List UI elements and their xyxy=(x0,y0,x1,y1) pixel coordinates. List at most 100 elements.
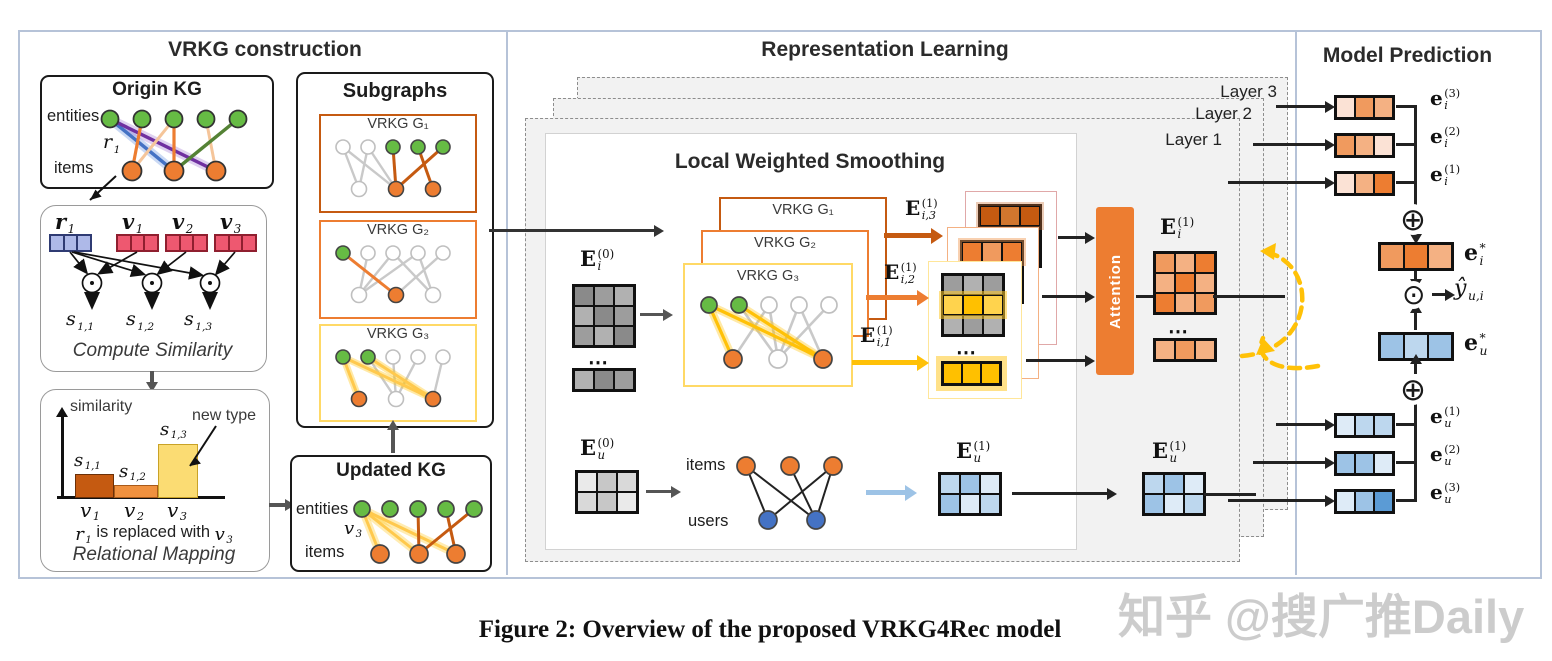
subgraph-g1-graph xyxy=(335,139,451,198)
ei3-join xyxy=(1396,105,1416,108)
subgraph-g1-box: VRKG G₁ xyxy=(319,114,477,213)
updated-kg-graph xyxy=(353,500,483,564)
Ei1-result-card: ⋯ xyxy=(928,261,1022,399)
line-layer1-to-eu3 xyxy=(1228,499,1326,502)
eu2-join xyxy=(1396,461,1416,464)
bar-chart-y-axis xyxy=(61,416,64,497)
layer2-label: Layer 2 xyxy=(1195,104,1252,123)
compute-similarity-caption: Compute Similarity xyxy=(72,340,233,361)
eistar-vector xyxy=(1378,242,1454,271)
label-Ei12: E(1)i,2 xyxy=(884,260,917,286)
Ei1-result-matrix xyxy=(941,273,1005,337)
new-type-arrow xyxy=(189,425,217,467)
arrow-card3-to-attention xyxy=(1058,236,1086,239)
arrow-Ei11 xyxy=(852,360,918,365)
origin-kg-graph xyxy=(100,109,248,182)
line-layer3-to-eu1 xyxy=(1276,423,1326,426)
subgraphs-box: Subgraphs VRKG G₁ VRKG G₂ xyxy=(296,72,494,428)
Ei1-card-dots: ⋯ xyxy=(956,342,978,364)
arrow-Ei13 xyxy=(884,233,932,238)
Ei1-extra-vector xyxy=(1153,338,1217,362)
label-ei2: e(2)i xyxy=(1430,124,1461,150)
label-Ei0: E(0)i xyxy=(580,246,615,274)
bar-s11 xyxy=(75,474,114,498)
arrow-Ei12 xyxy=(866,295,918,300)
subgraph-g2-graph xyxy=(335,245,451,304)
label-eu3: e(3)u xyxy=(1430,480,1461,506)
Eu0-matrix xyxy=(575,470,639,514)
ei1-vector xyxy=(1334,171,1395,196)
label-eu1: e(1)u xyxy=(1430,404,1461,430)
vrkg-g3-card: VRKG G₃ xyxy=(683,263,853,387)
user-item-graph xyxy=(736,456,843,530)
figure-caption: Figure 2: Overview of the proposed VRKG4… xyxy=(478,616,1062,643)
label-eu2: e(2)u xyxy=(1430,442,1461,468)
arrow-graph-to-Eu1 xyxy=(866,490,906,495)
vrkg-g2-card-label: VRKG G₂ xyxy=(753,235,817,251)
arrow-Eu0-to-graph xyxy=(646,490,672,493)
relational-mapping-caption: Relational Mapping xyxy=(72,544,236,565)
panel-title-construction: VRKG construction xyxy=(168,38,362,61)
oplus-user: ⊕ xyxy=(1400,372,1426,407)
feedback-dashed-arrows xyxy=(1239,243,1321,371)
Eu1-out-line xyxy=(1204,493,1256,496)
Ei0-extra-vector xyxy=(572,368,636,392)
Ei1-card-vector xyxy=(941,361,1002,386)
bar-s12 xyxy=(114,485,158,498)
panel-divider-right xyxy=(1295,30,1297,575)
vrkg-g3-card-graph xyxy=(700,296,838,369)
Ei1-out-line xyxy=(1213,295,1285,298)
similarity-axis-label: similarity xyxy=(70,398,133,415)
label-ei3: e(3)i xyxy=(1430,86,1461,112)
label-eistar: e*i xyxy=(1464,240,1486,268)
origin-kg-box: Origin KG entities items xyxy=(40,75,274,189)
watermark: 知乎 @搜广推Daily xyxy=(1118,590,1525,643)
arrow-odot-to-yhat xyxy=(1432,293,1446,296)
line-layer2-to-eu2 xyxy=(1253,461,1326,464)
layer1-label: Layer 1 xyxy=(1165,130,1222,149)
label-Ei13: E(1)i,3 xyxy=(905,196,938,222)
line-layer2-to-ei2 xyxy=(1253,143,1326,146)
ui-items-label: items xyxy=(686,456,726,474)
Eu1-matrix-b xyxy=(1142,472,1206,516)
label-eustar: e*u xyxy=(1464,330,1488,358)
arrow-Eu1a-to-Eu1b xyxy=(1012,492,1108,495)
bar-s13 xyxy=(158,444,198,498)
subgraphs-title: Subgraphs xyxy=(342,80,448,102)
vrkg-g3-card-label: VRKG G₃ xyxy=(736,268,800,284)
panel-title-representation: Representation Learning xyxy=(761,38,1009,61)
label-Ei11: E(1)i,1 xyxy=(860,323,893,349)
updated-kg-box: Updated KG entities items xyxy=(290,455,492,572)
ei3-vector xyxy=(1334,95,1395,120)
updated-entities-label: entities xyxy=(296,500,349,518)
arrow-card1-to-attention xyxy=(1026,359,1086,362)
ei-collect-line xyxy=(1414,105,1417,205)
eu3-vector xyxy=(1334,489,1395,514)
odot-predict: ⊙ xyxy=(1402,279,1426,310)
v1-vector xyxy=(116,234,159,252)
arrow-eistar-to-odot xyxy=(1414,271,1417,280)
r1-pointer-arrow xyxy=(89,175,117,201)
label-Eu1-b: E(1)u xyxy=(1152,438,1187,466)
subgraph-g3-label: VRKG G₃ xyxy=(366,326,430,342)
arrow-mapping-to-updated xyxy=(269,503,286,507)
label-Ei1: E(1)i xyxy=(1160,214,1195,242)
attention-label: Attention xyxy=(1106,253,1124,329)
panel-title-prediction: Model Prediction xyxy=(1322,44,1493,67)
